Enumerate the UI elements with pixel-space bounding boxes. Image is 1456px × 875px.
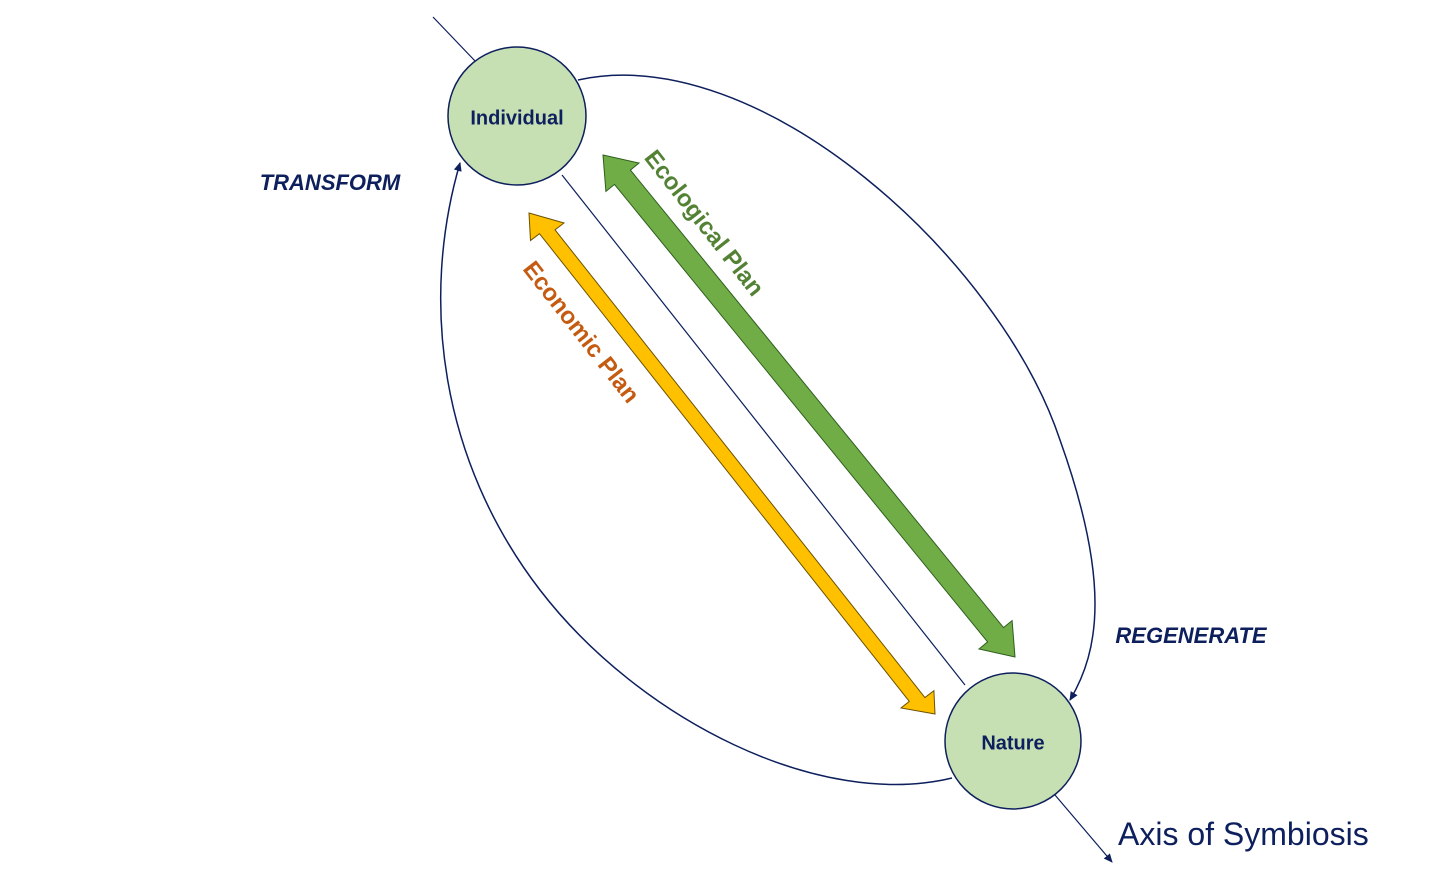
regenerate-cycle-arc — [577, 74, 1096, 701]
individual-label: Individual — [470, 107, 563, 129]
axis-of-symbiosis-label: Axis of Symbiosis — [1118, 816, 1369, 852]
individual-node: Individual — [447, 46, 587, 186]
individual-circle — [447, 46, 587, 186]
regenerate-label: REGENERATE — [1115, 623, 1267, 648]
transform-label: TRANSFORM — [260, 170, 401, 195]
axis-line-top — [432, 16, 477, 63]
ecological-plan-arrow — [602, 154, 1016, 658]
axis-line-bottom — [1054, 794, 1113, 863]
nature-circle — [944, 672, 1082, 810]
axis-line-middle — [561, 174, 966, 686]
nature-label: Nature — [981, 732, 1044, 754]
economic-plan-arrow — [528, 212, 936, 715]
nature-node: Nature — [944, 672, 1082, 810]
transform-cycle-arc — [439, 162, 953, 786]
